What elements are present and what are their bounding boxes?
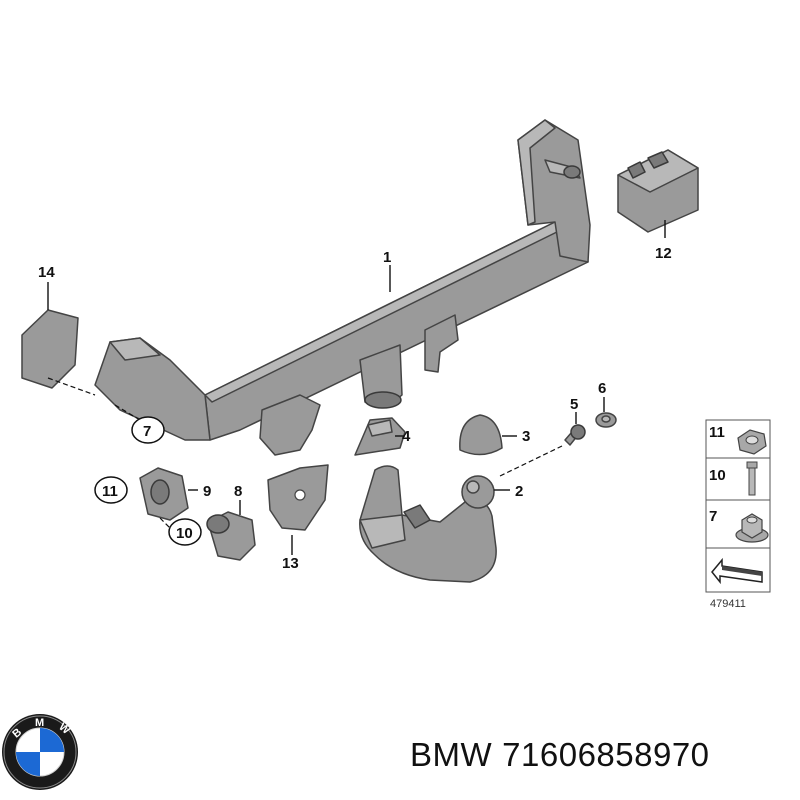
socket-housing bbox=[139, 467, 189, 521]
callout-5: 5 bbox=[570, 396, 578, 413]
circled-callouts bbox=[94, 416, 202, 546]
nut-icon bbox=[737, 429, 767, 455]
callout-1: 1 bbox=[383, 249, 391, 266]
ball-neck bbox=[359, 465, 497, 583]
callout-7: 7 bbox=[143, 423, 151, 440]
legend-label-10: 10 bbox=[709, 467, 726, 484]
diagram-code: 479411 bbox=[710, 598, 746, 610]
leader-lines bbox=[47, 220, 666, 555]
flange-nut-icon bbox=[735, 513, 769, 543]
legend-label-7: 7 bbox=[709, 508, 717, 525]
callout-3: 3 bbox=[522, 428, 530, 445]
caption-brand: BMW bbox=[410, 736, 493, 773]
callout-6: 6 bbox=[598, 380, 606, 397]
washer-part bbox=[595, 412, 617, 428]
callout-12: 12 bbox=[655, 245, 672, 262]
bolt-part bbox=[564, 424, 586, 446]
callout-14: 14 bbox=[38, 264, 55, 281]
callout-11: 11 bbox=[102, 483, 118, 500]
callout-9: 9 bbox=[203, 483, 211, 500]
bmw-logo: B M W bbox=[2, 714, 78, 790]
tow-bar-crossmember bbox=[94, 119, 591, 456]
cover-plate bbox=[21, 309, 79, 389]
callout-2: 2 bbox=[515, 483, 523, 500]
trailer-control-module bbox=[617, 149, 699, 233]
socket-cover bbox=[354, 417, 406, 456]
bolt-icon bbox=[746, 461, 758, 496]
callout-10: 10 bbox=[176, 525, 193, 542]
socket-body bbox=[206, 511, 256, 561]
legend-label-11: 11 bbox=[709, 424, 725, 441]
callout-4: 4 bbox=[402, 428, 411, 445]
callout-8: 8 bbox=[234, 483, 242, 500]
ball-cap bbox=[459, 414, 503, 456]
legend-box: 11 10 7 bbox=[705, 419, 771, 593]
callout-13: 13 bbox=[282, 555, 299, 572]
angle-arrow-icon bbox=[711, 557, 763, 585]
caption-part-number: 71606858970 bbox=[502, 736, 710, 773]
bracket-plate bbox=[267, 464, 329, 531]
svg-text:M: M bbox=[35, 717, 44, 729]
